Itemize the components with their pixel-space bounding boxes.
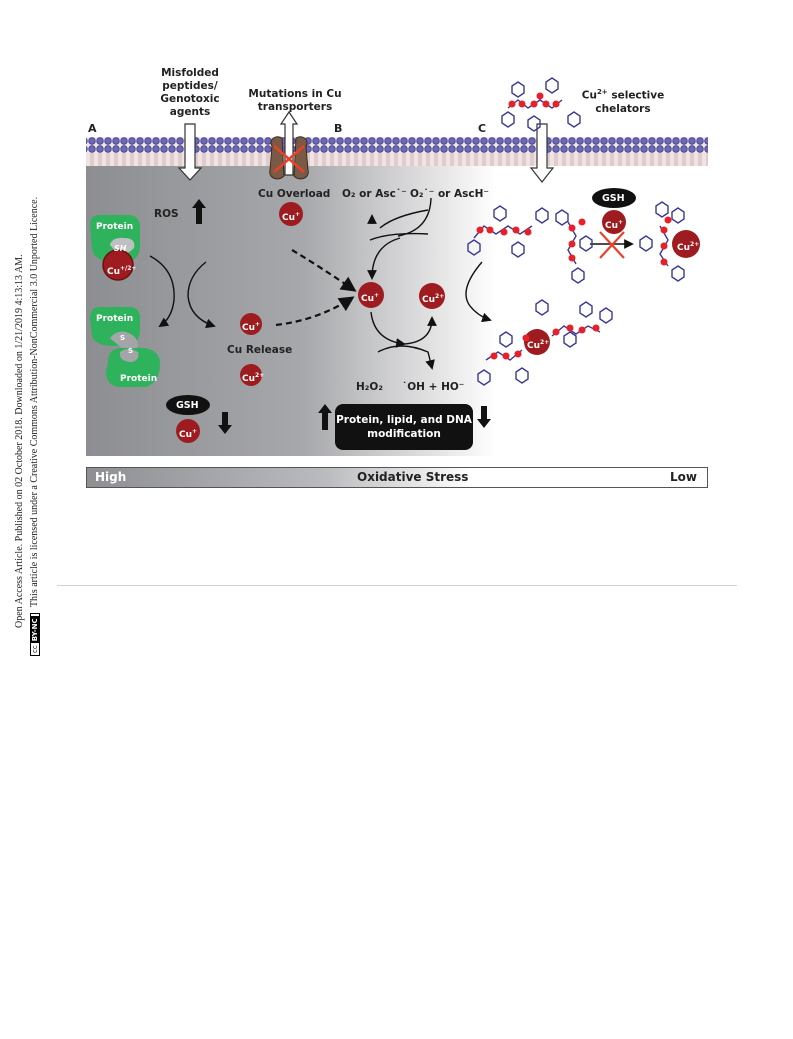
cu-2plus-text-release: Cu2+	[242, 372, 265, 384]
s-label-1: S	[120, 334, 126, 342]
cu-transporter	[269, 110, 309, 180]
chelator-molecule-top-dots	[508, 92, 560, 108]
cu-overload-ion	[279, 202, 303, 226]
misfolded-label: Misfolded peptides/ Genotoxic agents	[160, 67, 220, 118]
cu-plus-text-release: Cu+	[242, 321, 261, 333]
protein-label-bottom: Protein	[120, 374, 158, 384]
release-dashed-arrow	[275, 296, 355, 327]
oxidative-stress-bar: High Oxidative Stress Low	[86, 467, 708, 488]
cu-plus-ion-b	[358, 282, 384, 308]
o2-asc-label: O₂ or Asc˙⁻	[342, 188, 407, 200]
cu-gsh-ion-c	[602, 210, 626, 234]
cu-2plus-ion-release	[240, 364, 262, 386]
panel-label-c: C	[478, 122, 487, 135]
stress-high-label: High	[95, 470, 127, 484]
cu-overload-label: Cu Overload	[258, 188, 331, 200]
cu-2plus-ion-c	[672, 230, 700, 258]
stress-low-label: Low	[670, 470, 697, 484]
ros-up-arrow	[192, 199, 206, 224]
cycle-arrow-a1	[149, 255, 175, 328]
gsh-down-arrow	[218, 412, 232, 434]
cu-2plus-ion-b	[419, 283, 445, 309]
cu-2plus-text-c: Cu2+	[677, 241, 700, 253]
mod-up-arrow	[318, 404, 332, 430]
mod-down-arrow	[477, 406, 491, 428]
cycle-arrow-b3	[403, 316, 437, 345]
chelator-entry-arrow	[529, 123, 555, 183]
gsh-ellipse-c	[592, 188, 636, 208]
cu-ion-protein: Cu+/2+	[107, 265, 137, 277]
cell-membrane	[86, 137, 708, 166]
cycle-arrow-a2	[187, 261, 216, 329]
s-label-2: S	[128, 347, 134, 355]
h2o2-label: H₂O₂	[356, 381, 383, 393]
cu-gsh-ion-a	[176, 419, 200, 443]
cu-gsh-text-a: Cu+	[179, 428, 198, 440]
overload-dashed-arrow	[291, 249, 357, 292]
page-divider	[57, 585, 737, 586]
stress-title: Oxidative Stress	[357, 470, 469, 484]
cycle-arrow-b2	[370, 311, 406, 348]
ros-label: ROS	[154, 208, 179, 220]
cu-2plus-ion-chelated	[524, 329, 550, 355]
cycle-arrow-b1	[367, 237, 401, 280]
panel-label-b: B	[334, 122, 343, 135]
protein-reduced	[90, 215, 140, 281]
cu-plus-text-b: Cu+	[361, 292, 380, 304]
oh-label: ˙OH + HO⁻	[402, 381, 465, 393]
cu-plus-ion-release	[240, 313, 262, 335]
protein-label-mid: Protein	[96, 314, 134, 324]
gsh-ellipse-a	[166, 395, 210, 415]
misfolded-entry-arrow	[177, 123, 203, 181]
cu-gsh-text-c: Cu+	[605, 219, 624, 231]
chelators-label: Cu2+ selective chelators	[581, 88, 665, 115]
figure: A B C Misfolded peptides/ Genotoxic agen…	[0, 0, 793, 500]
chelation-arrow	[465, 261, 492, 323]
cu-2plus-text-chelated: Cu2+	[527, 339, 550, 351]
cu-release-label: Cu Release	[227, 344, 293, 356]
panel-label-a: A	[88, 122, 97, 135]
protein-label-top: Protein	[96, 222, 134, 232]
cc-license-badge[interactable]: ccBY-NC	[29, 613, 40, 656]
gsh-label-c: GSH	[602, 193, 625, 204]
o2-asch-label: O₂˙⁻ or AscH⁻	[410, 188, 489, 200]
protein-oxidized	[90, 307, 160, 387]
sh-label: SH	[114, 244, 127, 253]
mutations-label: Mutations in Cu transporters	[248, 88, 342, 113]
cu-2plus-text-b: Cu2+	[422, 293, 445, 305]
cu-overload-ion-text: Cu+	[282, 211, 301, 223]
modification-box: Protein, lipid, and DNA modification	[335, 404, 473, 450]
gsh-label-a: GSH	[176, 400, 199, 411]
